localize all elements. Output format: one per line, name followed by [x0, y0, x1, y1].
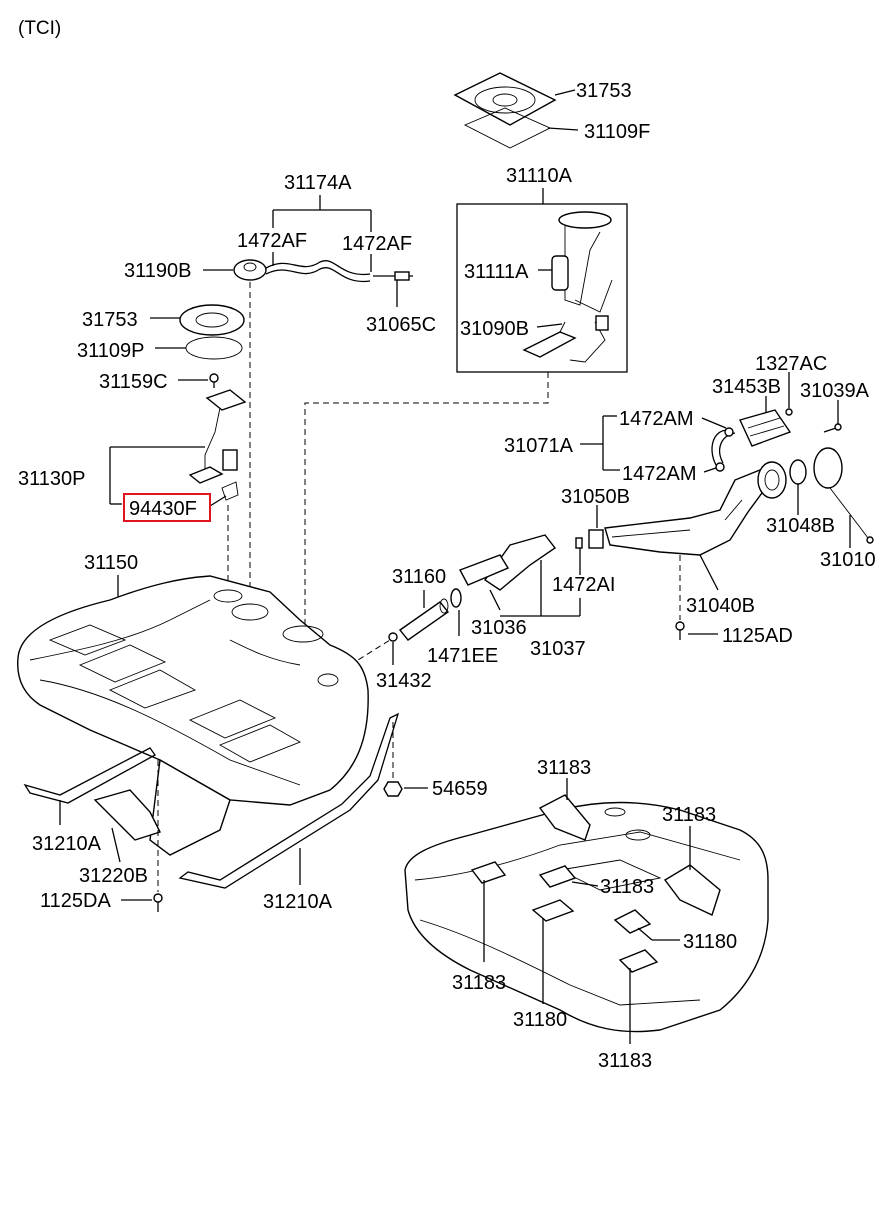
tank-pad-31183-right — [663, 864, 721, 916]
tank-pad-31183-left — [470, 861, 507, 884]
label-31190B: 31190B — [124, 260, 191, 282]
tank-pad-31183-top — [538, 794, 591, 841]
label-31050B: 31050B — [561, 486, 630, 508]
tank-strap-right — [178, 712, 400, 889]
label-1471EE: 1471EE — [427, 645, 498, 667]
label-1472AI: 1472AI — [552, 574, 615, 596]
heat-shield-31220B — [93, 789, 161, 841]
label-31453B: 31453B — [712, 376, 781, 398]
tank-pad-31180-right — [613, 909, 652, 934]
bolt-1125DA — [153, 893, 163, 912]
label-54659: 54659 — [432, 778, 488, 800]
label-31109P: 31109P — [77, 340, 144, 362]
label-31037: 31037 — [530, 638, 586, 660]
vent-canister-31453B — [739, 409, 792, 447]
nut-54659 — [383, 781, 403, 797]
label-31160: 31160 — [392, 566, 446, 588]
label-31048B: 31048B — [766, 515, 835, 537]
screw-31159C — [209, 373, 219, 388]
label-31130P: 31130P — [18, 468, 85, 490]
vapor-valve — [233, 259, 267, 281]
label-31753-top: 31753 — [576, 80, 632, 102]
label-31109F: 31109F — [584, 121, 650, 143]
label-31180-right: 31180 — [683, 931, 737, 953]
fuel-pump-module — [551, 211, 613, 313]
vent-tube — [373, 271, 413, 281]
tank-strap-left — [23, 747, 156, 804]
filler-neck-31040B — [604, 461, 787, 556]
label-31183-left: 31183 — [452, 972, 506, 994]
label-31753-left: 31753 — [82, 309, 138, 331]
filler-hose-31050B — [575, 529, 604, 549]
highlight-box-94430F — [123, 493, 211, 522]
label-31183-right: 31183 — [662, 804, 716, 826]
label-31150: 31150 — [84, 552, 138, 574]
label-31210A-left: 31210A — [32, 833, 102, 855]
label-31071A: 31071A — [504, 435, 574, 457]
tank-pad-31183-mid — [538, 865, 577, 888]
bolt-1125AD — [675, 621, 685, 640]
label-31111A: 31111A — [464, 261, 529, 283]
pump-cover-plate — [453, 72, 557, 126]
clamp-1471EE — [450, 588, 462, 608]
label-31210A-bottom: 31210A — [263, 891, 333, 913]
label-31036: 31036 — [471, 617, 527, 639]
label-31183-mid: 31183 — [600, 876, 654, 898]
filler-gasket-31048B — [789, 459, 807, 485]
variant-label: (TCI) — [18, 18, 61, 39]
fuel-tank-31150 — [17, 575, 369, 856]
label-31039A: 31039A — [800, 380, 870, 402]
connector-31432 — [388, 632, 398, 642]
fuel-cap-31010 — [813, 447, 874, 544]
label-1472AF-right: 1472AF — [342, 233, 412, 255]
label-1472AM-top: 1472AM — [619, 408, 694, 430]
label-1472AF-left: 1472AF — [237, 230, 307, 252]
fuel-tank-lower-view — [404, 801, 769, 1033]
tank-pad-31180-mid — [531, 899, 575, 922]
pump-assembly-box — [456, 203, 628, 373]
label-31183-bottom: 31183 — [598, 1050, 652, 1072]
label-94430F: 94430F — [129, 498, 197, 520]
inlet-tube-31160 — [398, 598, 450, 641]
label-31174A: 31174A — [284, 172, 352, 194]
label-31040B: 31040B — [686, 595, 755, 617]
label-31159C: 31159C — [99, 371, 168, 393]
tank-pad-31183-bottom — [618, 949, 659, 973]
label-31432: 31432 — [376, 670, 432, 692]
label-31010: 31010 — [820, 549, 876, 571]
fuel-sender-31130P — [188, 389, 247, 501]
clip-1327AC — [785, 408, 793, 416]
label-1125DA: 1125DA — [40, 890, 111, 912]
label-31110A: 31110A — [506, 165, 573, 187]
label-1125AD: 1125AD — [722, 625, 793, 647]
fuel-sender-unit — [522, 315, 609, 363]
screw-31039A — [823, 423, 842, 433]
vent-hose-1472AM — [711, 427, 736, 472]
label-31090B: 31090B — [460, 318, 529, 340]
vapor-hose — [265, 260, 371, 276]
label-31220B: 31220B — [79, 865, 148, 887]
sender-cover-plate — [179, 304, 245, 336]
label-1472AM-bottom: 1472AM — [622, 463, 697, 485]
label-31183-top: 31183 — [537, 757, 591, 779]
filler-hose-31036 — [459, 534, 557, 591]
label-31065C: 31065C — [366, 314, 436, 336]
sender-cover-gasket — [185, 336, 243, 360]
label-31180-bottom: 31180 — [513, 1009, 567, 1031]
label-1327AC: 1327AC — [755, 353, 827, 375]
